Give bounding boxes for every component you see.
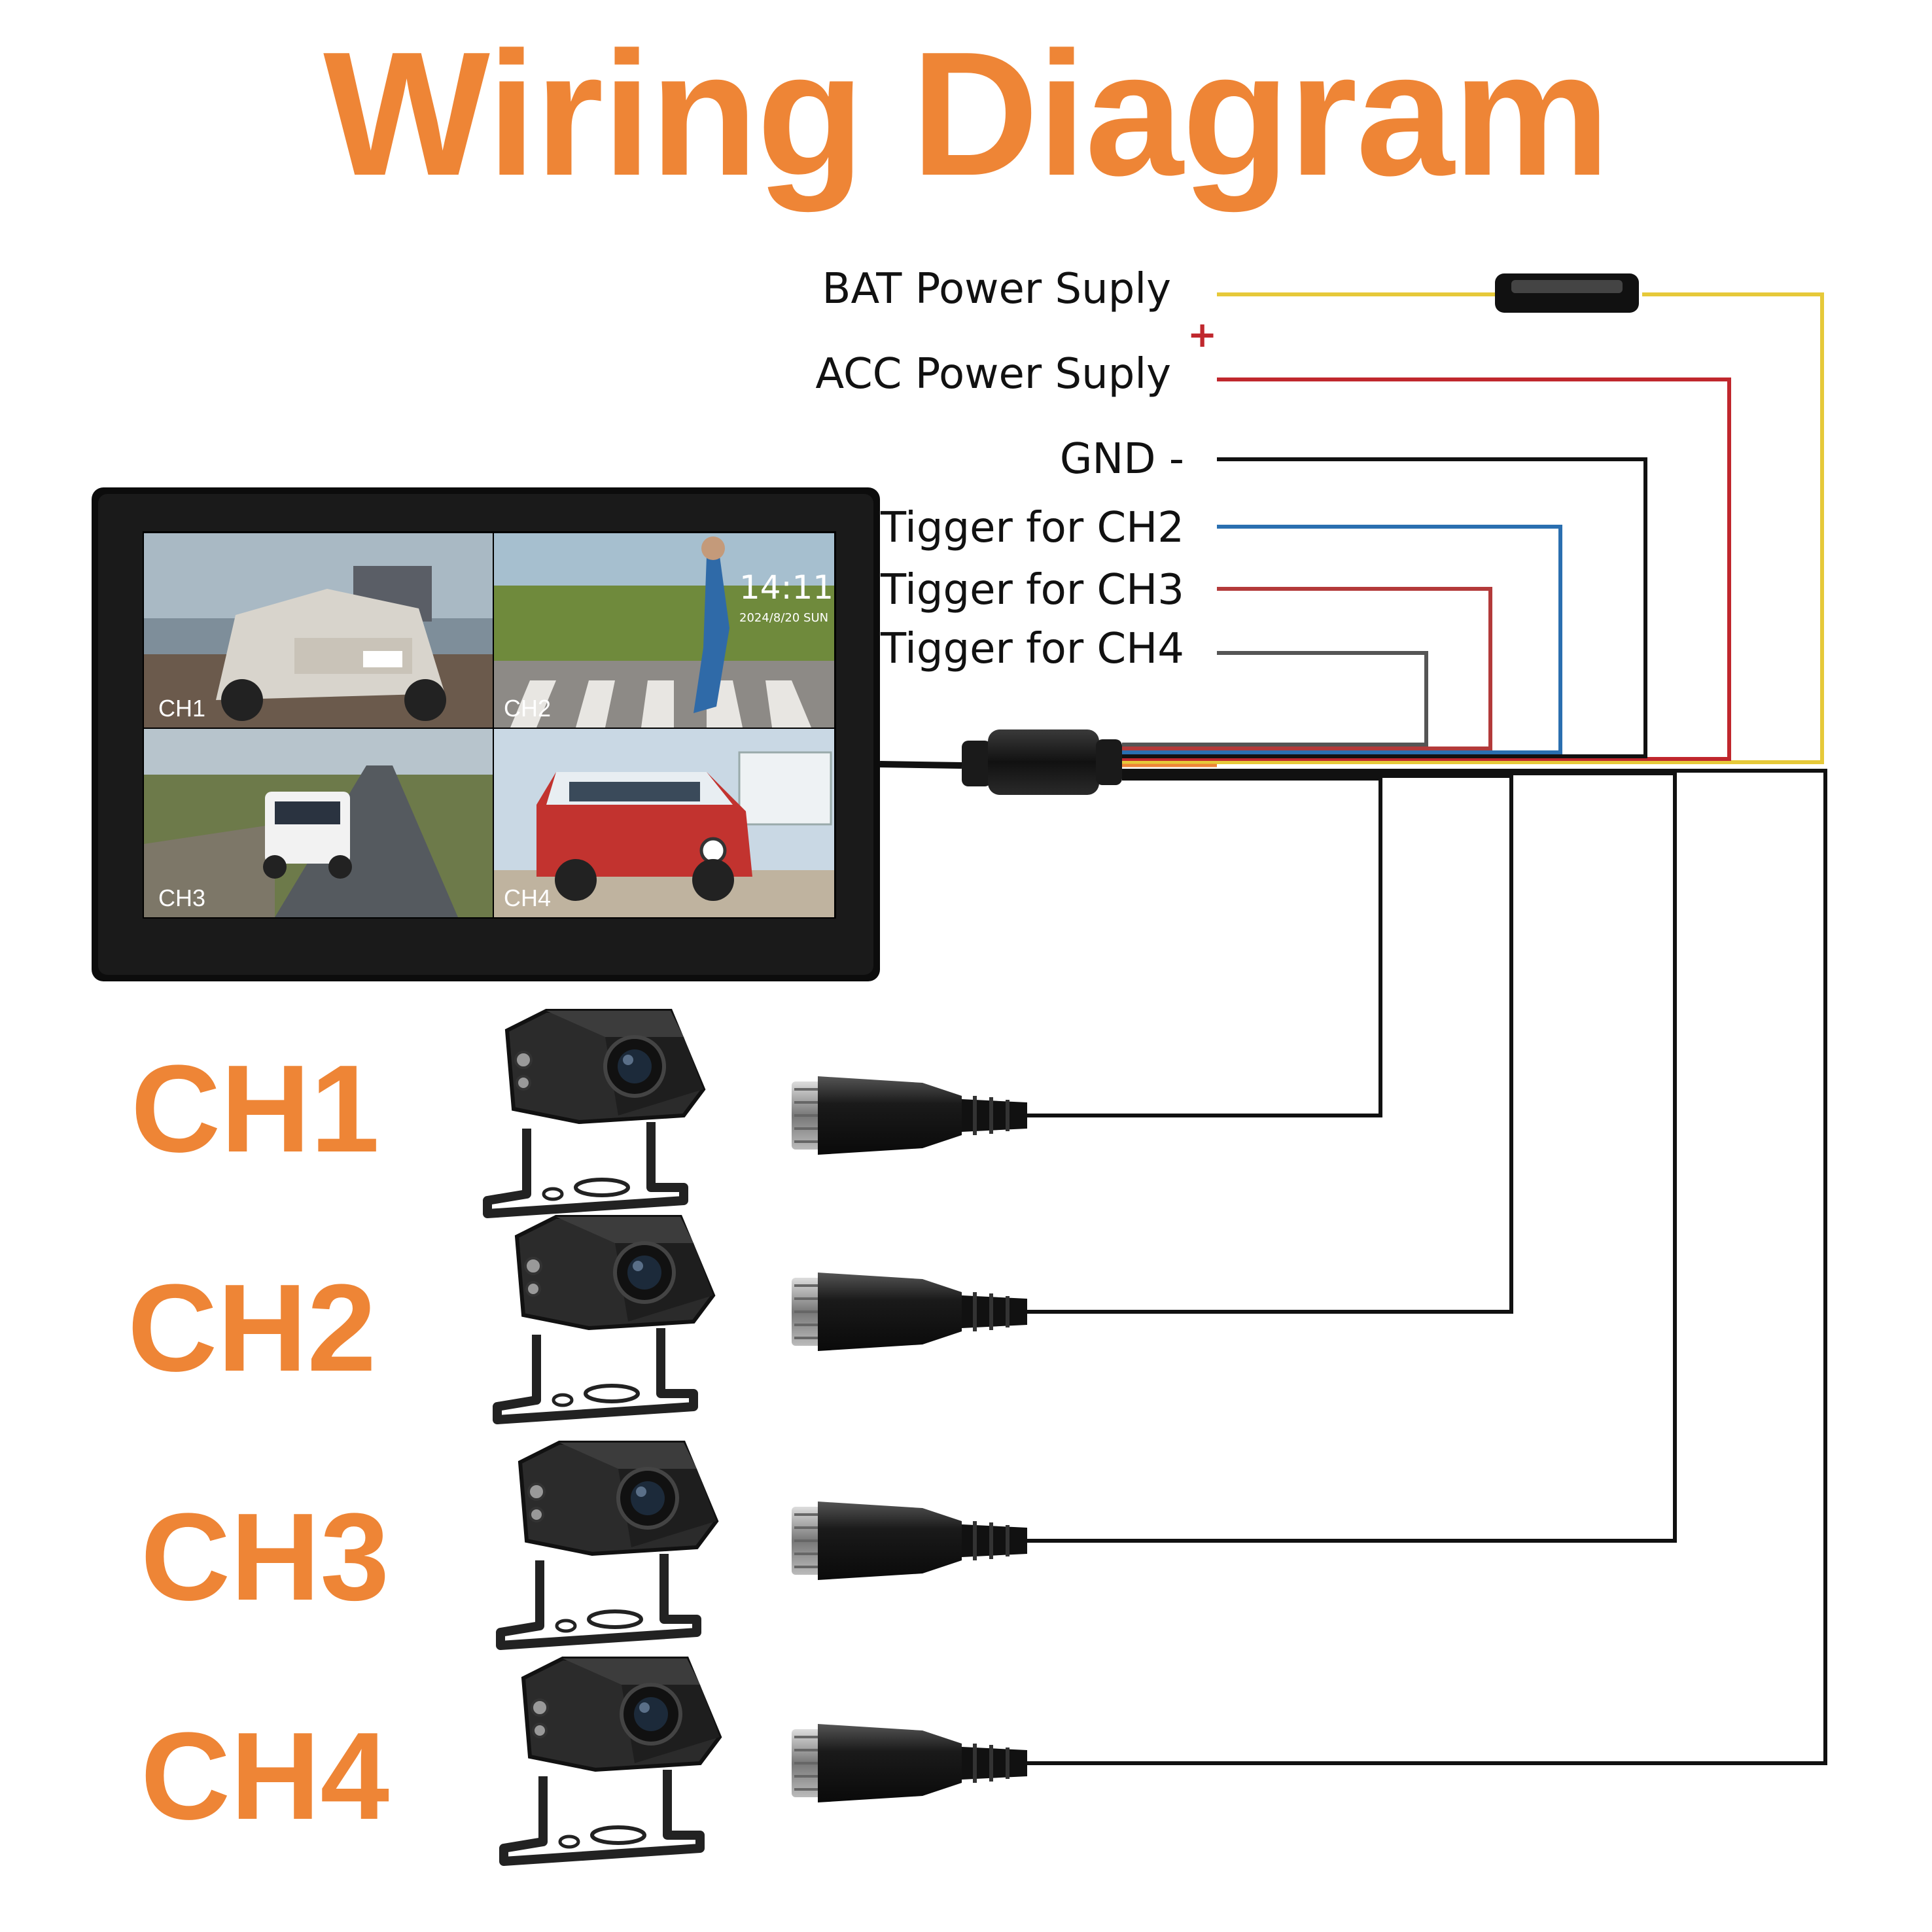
monitor-clock-time: 14:11 [739, 569, 834, 606]
wire-trigger-ch2 [1122, 525, 1562, 754]
camera-ch3-icon [501, 1443, 716, 1645]
camera-ch2-icon [497, 1217, 713, 1420]
harness-connector [962, 729, 1122, 795]
quadrant-label-ch3: CH3 [158, 885, 205, 911]
wire-gnd [1122, 457, 1647, 758]
cable-ch1 [1027, 777, 1382, 1117]
quadrant-label-ch4: CH4 [504, 885, 551, 911]
wire-label-acc: ACC Power Suply [815, 350, 1171, 398]
camera-ch4-icon [504, 1659, 720, 1861]
wire-label-trigger-ch2: Tigger for CH2 [880, 504, 1184, 552]
fuse-holder-icon [1495, 273, 1639, 313]
wire-label-gnd: GND - [1059, 435, 1184, 483]
power-trigger-wires [1122, 292, 1824, 767]
quadrant-ch4 [494, 729, 834, 917]
quadrant-label-ch1: CH1 [158, 695, 205, 722]
wire-label-trigger-ch4: Tigger for CH4 [880, 625, 1184, 673]
page-title: Wiring Diagram [323, 16, 1610, 213]
monitor-cable [879, 761, 962, 769]
wire-bat [1122, 292, 1824, 764]
wire-trigger-ch3 [1122, 587, 1492, 750]
positive-marker: + [1187, 314, 1217, 355]
cable-ch3 [1027, 771, 1677, 1543]
plug-ch4-icon [792, 1724, 1027, 1802]
plug-ch2-icon [792, 1273, 1027, 1351]
cable-ch4 [1027, 769, 1827, 1765]
quadrant-ch3 [144, 729, 493, 917]
wire-acc [1122, 378, 1731, 761]
quadrant-ch1 [144, 533, 493, 728]
person-icon [694, 556, 729, 713]
quadrant-ch2: 14:11 2024/8/20 SUN [494, 533, 834, 728]
plug-ch3-icon [792, 1502, 1027, 1580]
cable-ch2 [1027, 774, 1513, 1314]
monitor: 14:11 2024/8/20 SUN [92, 487, 880, 981]
channel-label-ch4: CH4 [141, 1707, 390, 1846]
wire-label-bat: BAT Power Suply [822, 265, 1171, 313]
channel-label-ch1: CH1 [131, 1040, 380, 1178]
channel-label-ch2: CH2 [128, 1259, 377, 1397]
plug-ch1-icon [792, 1076, 1027, 1155]
channel-label-ch3: CH3 [141, 1488, 390, 1626]
camera-ch1-icon [487, 1011, 703, 1214]
quadrant-label-ch2: CH2 [504, 695, 551, 722]
camera-cables [1027, 769, 1827, 1765]
wire-trigger-ch4 [1122, 651, 1428, 746]
monitor-clock-date: 2024/8/20 SUN [739, 611, 828, 625]
wire-label-trigger-ch3: Tigger for CH3 [880, 566, 1184, 614]
